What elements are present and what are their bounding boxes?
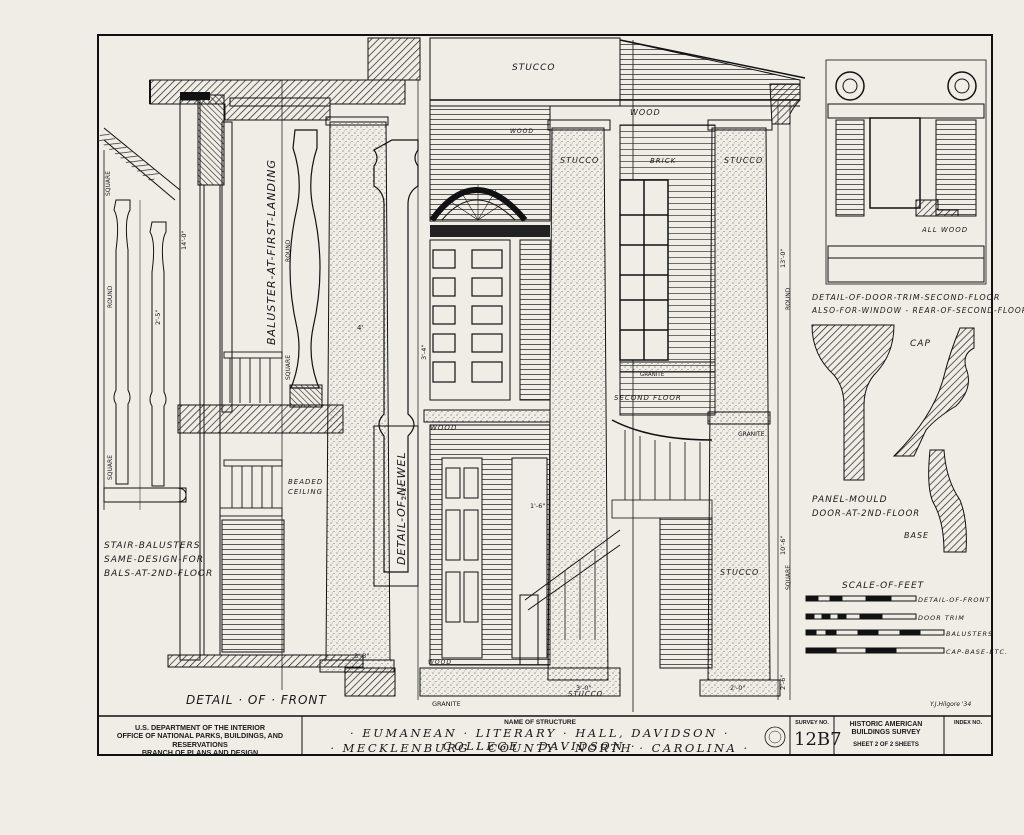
label-scale-balusters: BALUSTERS xyxy=(946,630,993,638)
entablature-section xyxy=(149,37,421,186)
dim-2-0: 2'-0" xyxy=(730,684,745,692)
dim-13-0: 13'-0" xyxy=(779,248,787,268)
center-elevation xyxy=(419,37,800,712)
dim-3-0: 3'-0" xyxy=(576,684,591,692)
label-granite-3: GRANITE xyxy=(432,700,461,708)
label-square-2: SQUARE xyxy=(285,355,292,380)
agency-block: U.S. DEPARTMENT OF THE INTERIOR OFFICE O… xyxy=(100,723,300,757)
agency-line-3: BRANCH OF PLANS AND DESIGN xyxy=(141,747,259,757)
label-panel-mould-2: DOOR-AT-2ND-FLOOR xyxy=(812,509,920,519)
label-stair-balusters-1: STAIR-BALUSTERS xyxy=(104,541,201,551)
stair-balusters-drawing xyxy=(96,127,187,510)
index-no-header: INDEX NO. xyxy=(953,720,983,726)
dim-3-4: 3'-4" xyxy=(420,345,428,360)
habs-block: HISTORIC AMERICAN BUILDINGS SURVEY xyxy=(836,721,936,737)
label-all-wood: ALL WOOD xyxy=(921,226,968,234)
label-scale-cap-base: CAP-BASE-ETC. xyxy=(946,648,1008,656)
label-baluster-first-landing: BALUSTER-AT-FIRST-LANDING xyxy=(265,159,278,345)
title-block-frame xyxy=(301,716,945,755)
label-square-1: SQUARE xyxy=(107,455,114,480)
door-trim-detail xyxy=(825,59,987,285)
drawing-labels: STUCCO WOOD WOOD STUCCO BRICK STUCCO BAL… xyxy=(104,63,1024,708)
label-granite-2: GRANITE xyxy=(738,431,765,438)
label-beaded-2: CEILING xyxy=(288,488,323,496)
label-stucco-col1: STUCCO xyxy=(560,156,599,165)
label-brick: BRICK xyxy=(650,157,677,165)
dim-2-2: 2'-2" xyxy=(400,485,408,500)
survey-no-header: SURVEY NO. xyxy=(795,720,829,726)
label-beaded-1: BEADED xyxy=(288,478,323,486)
baluster-first-landing-drawing xyxy=(229,80,331,690)
drafter-credit: Y.J.Hilgore '34 xyxy=(930,701,972,708)
dim-1-6: 1'-6" xyxy=(530,502,545,510)
name-of-structure-header: NAME OF STRUCTURE xyxy=(504,719,576,726)
label-round-2: ROUND xyxy=(285,239,292,262)
structure-title-line-2: · MECKLENBURG · COUNTY · NORTH · CAROLIN… xyxy=(330,741,750,755)
label-stucco-top: STUCCO xyxy=(512,63,555,73)
survey-number: 12B7 xyxy=(794,729,842,750)
dim-4: 4' xyxy=(357,324,363,332)
front-column-left xyxy=(319,116,395,673)
dim-10-6: 10'-6" xyxy=(779,535,787,555)
label-square-col: SQUARE xyxy=(785,565,792,590)
label-second-floor: SECOND FLOOR xyxy=(614,394,682,402)
newel-post-drawing xyxy=(373,80,419,700)
label-wood-top: WOOD xyxy=(630,108,661,117)
dim-2-6: 2'-6" xyxy=(779,675,787,690)
label-wood-small: WOOD xyxy=(510,128,534,135)
label-granite-1: GRANITE xyxy=(640,372,665,378)
label-stair-balusters-2: SAME-DESIGN-FOR xyxy=(104,555,204,565)
dim-2-5: 2'-5" xyxy=(154,310,162,325)
label-wood-bottom: WOOD xyxy=(428,659,452,666)
label-scale-front: DETAIL-OF-FRONT xyxy=(918,596,990,604)
label-wood-mid: WOOD xyxy=(430,424,457,432)
structure-title-line-1: · EUMANEAN · LITERARY · HALL, DAVIDSON ·… xyxy=(350,726,730,754)
panel-mould-profiles xyxy=(811,324,975,553)
label-cap: CAP xyxy=(910,339,931,349)
dim-3-3: 3'-3" xyxy=(354,652,369,660)
label-round-col: ROUND xyxy=(785,287,792,310)
dim-14-0: 14'-0" xyxy=(180,230,188,250)
label-door-trim-1: DETAIL-OF-DOOR-TRIM-SECOND-FLOOR xyxy=(812,293,1001,302)
label-panel-mould-1: PANEL-MOULD xyxy=(812,495,888,505)
label-detail-of-front: DETAIL · OF · FRONT xyxy=(186,693,327,707)
label-stair-balusters-3: BALS-AT-2ND-FLOOR xyxy=(104,569,213,579)
habs-line-2: BUILDINGS SURVEY xyxy=(851,729,921,737)
label-door-trim-2: ALSO-FOR-WINDOW - REAR-OF-SECOND-FLOOR xyxy=(811,306,1024,315)
scale-bars xyxy=(805,595,945,654)
agency-line-2: OFFICE OF NATIONAL PARKS, BUILDINGS, AND… xyxy=(116,731,284,749)
label-stucco-mid: STUCCO xyxy=(720,568,759,577)
label-detail-of-newel: DETAIL-OF-NEWEL xyxy=(395,451,408,565)
label-base: BASE xyxy=(904,531,929,540)
agency-line-1: U.S. DEPARTMENT OF THE INTERIOR xyxy=(134,723,266,732)
label-stucco-col2: STUCCO xyxy=(724,156,763,165)
right-elevation xyxy=(611,39,806,700)
label-scale-door-trim: DOOR TRIM xyxy=(918,614,965,622)
label-round-1: ROUND xyxy=(107,285,114,308)
label-scale-of-feet: SCALE-OF-FEET xyxy=(842,581,925,591)
label-square-3: SQUARE xyxy=(105,171,112,196)
stair-section xyxy=(167,99,396,697)
label-stucco-bottom: STUCCO xyxy=(568,690,603,698)
sheet-number: SHEET 2 OF 2 SHEETS xyxy=(853,742,919,748)
habs-line-1: HISTORIC AMERICAN xyxy=(849,721,923,728)
